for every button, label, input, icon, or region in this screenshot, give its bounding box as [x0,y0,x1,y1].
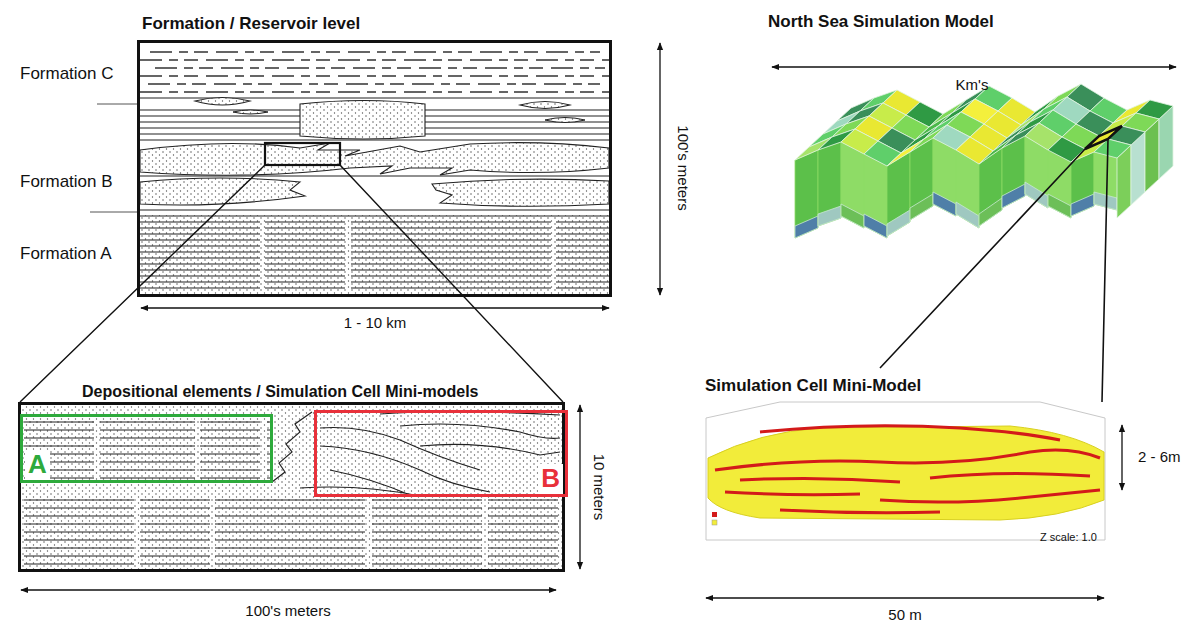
grid-front-face [864,154,887,238]
grid-base-cell [956,202,979,228]
grid-base-cell [1025,182,1048,208]
depositional-section-part [21,405,562,569]
grid-base-cell [1002,184,1025,208]
formation-section-part [265,143,340,165]
dimension-label: 10 meters [590,454,607,521]
formation-section-part [140,43,609,294]
dimension-arrows-part [21,589,556,590]
formation-section-part [233,110,585,123]
grid-front-face [818,142,841,226]
depositional-section [21,405,562,569]
grid-zoom-part [1085,126,1122,149]
formation-section-part [90,104,137,212]
dimension-label: 50 m [888,606,921,623]
panel-heading: Simulation Cell Mini-Model [705,376,921,396]
element-letter: B [538,464,563,494]
formation-panel: Formation / Reservoir level [137,40,612,297]
grid-front-face [1094,152,1117,210]
grid-base-cell [887,210,910,236]
formation-section-part [140,98,609,216]
dimension-label: 1 - 10 km [344,314,407,331]
grid-cell [864,141,901,166]
grid-base-cell [979,198,1002,226]
mini-model-render-part [706,402,1105,540]
formation-section-part [140,143,609,176]
depositional-panel: Depositional elements / Simulation Cell … [18,402,565,572]
grid-base-cell [864,214,887,238]
dimension-arrows [21,43,1176,598]
panel-heading: Formation / Reservoir level [142,14,360,34]
mini-model-render-part [708,426,1104,520]
grid-base-cell [795,216,818,238]
formation-section-part [20,165,563,402]
formation-section-part [140,52,609,92]
panel-heading: Depositional elements / Simulation Cell … [79,383,482,401]
dimension-label: 100's meters [245,602,330,619]
mini-model-render-part [712,520,717,525]
mini-model-render-part [715,426,1100,513]
grid-base-cell [818,206,841,226]
grid-front-face [795,150,818,238]
grid-front-face [1002,136,1025,208]
formation-section-part [520,102,570,109]
element-box-a: A [20,414,273,483]
grid-base-cell [1048,194,1071,218]
grid-cell [956,137,993,164]
scale-label: Z scale: 1.0 [1040,531,1097,544]
grid-front-face [841,142,864,228]
depositional-section-part [300,412,560,496]
grid-front-face [887,152,910,236]
dimension-arrows-part [1121,425,1122,490]
formation-section-part [432,179,609,206]
grid-front-face [1071,152,1094,216]
depositional-section-part [24,422,272,478]
element-box-b: B [314,410,568,497]
dimension-arrows-part [141,307,609,308]
formation-label: Formation B [20,172,113,192]
dimension-label: 100's meters [674,125,691,210]
formation-section-part [195,98,250,106]
dimension-label: 2 - 6m [1138,448,1181,465]
mini-model-render-part [712,512,717,517]
formation-section-part [300,101,425,140]
grid-cell [901,126,938,153]
grid-zoom-part [880,139,1108,402]
formation-label: Formation A [20,244,112,264]
grid-front-face [933,138,956,216]
simulation-grid [795,84,1173,238]
panel-title: North Sea Simulation Model [768,12,994,32]
dimension-arrows-part [579,405,580,569]
dimension-arrows-part [772,66,1176,67]
grid-base-cell [933,192,956,216]
grid-zoom [880,126,1122,402]
grid-cell [979,135,1016,164]
mini-model-panel: Simulation Cell Mini-Model [700,372,1110,558]
formation-label: Formation C [20,64,114,84]
dimension-label: Km's [956,76,989,93]
formation-section-part [140,222,609,288]
grid-cell [795,137,832,160]
depositional-section-part [272,412,312,482]
element-letter: A [25,450,50,480]
grid-base-cell [1071,194,1094,216]
depositional-section-part [24,500,558,564]
grid-base-cell [1094,192,1117,210]
grid-cell [887,139,924,166]
grid-base-cell [841,204,864,228]
formation-section [20,43,609,402]
formation-section-part [140,215,609,294]
dimension-arrows-part [659,43,660,295]
grid-base-cell [910,194,933,220]
mini-model-render [706,402,1105,540]
dimension-arrows-part [706,597,1104,598]
formation-section-part [140,178,305,205]
